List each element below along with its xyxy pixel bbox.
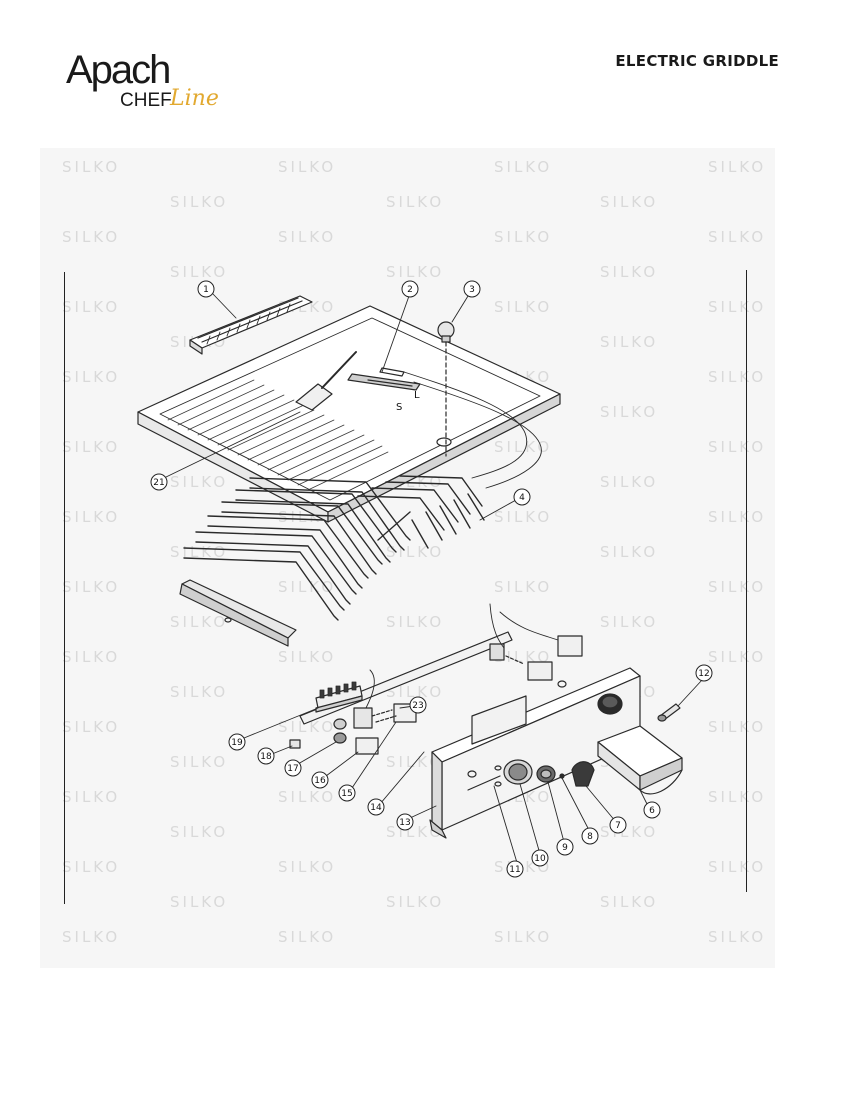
callout-12: 12 [695, 664, 713, 682]
leader-lines [163, 293, 703, 867]
side-label-l: L [414, 390, 420, 401]
callout-9: 9 [556, 838, 574, 856]
callout-4: 4 [513, 488, 531, 506]
svg-text:21: 21 [153, 478, 164, 488]
probe-wiring [403, 371, 542, 489]
svg-text:3: 3 [469, 285, 475, 295]
callout-21: 21 [150, 473, 168, 491]
callout-6: 6 [643, 801, 661, 819]
part-switch-assembly [289, 669, 417, 755]
document-title: ELECTRIC GRIDDLE [615, 52, 779, 70]
part-grease-grill [189, 295, 313, 355]
callout-16: 16 [311, 771, 329, 789]
part-grease-box [471, 695, 527, 745]
svg-text:16: 16 [314, 776, 326, 786]
logo-wordmark: Apach [66, 48, 171, 92]
callout-19: 19 [228, 733, 246, 751]
side-label-s: S [396, 402, 402, 413]
part-scraper [295, 351, 357, 411]
svg-text:2: 2 [407, 285, 413, 295]
part-heating-elements [183, 475, 485, 621]
svg-text:19: 19 [231, 738, 243, 748]
svg-text:10: 10 [534, 854, 546, 864]
callout-10: 10 [531, 849, 549, 867]
part-stud [437, 321, 455, 457]
callout-2: 2 [401, 280, 419, 298]
brand-logo: Apach CHEF Line [66, 48, 226, 118]
callout-bubbles: 1 2 3 4 6 7 8 9 10 11 12 13 14 15 16 17 … [150, 280, 713, 878]
svg-text:9: 9 [562, 843, 568, 853]
svg-text:4: 4 [519, 493, 525, 503]
part-pilot-lamp [657, 703, 681, 722]
part-griddle-plate [137, 305, 561, 523]
svg-text:15: 15 [341, 789, 352, 799]
part-reflector-bracket [179, 579, 297, 647]
callout-7: 7 [609, 816, 627, 834]
svg-text:11: 11 [509, 865, 520, 875]
svg-text:14: 14 [370, 803, 382, 813]
svg-text:18: 18 [260, 752, 272, 762]
callout-23: 23 [409, 696, 427, 714]
frame-left-line [64, 272, 65, 904]
part-knob-set [503, 759, 595, 787]
callout-13: 13 [396, 813, 414, 831]
svg-text:8: 8 [587, 832, 593, 842]
svg-text:6: 6 [649, 806, 655, 816]
frame-right-line [746, 270, 747, 892]
callout-1: 1 [197, 280, 215, 298]
callout-17: 17 [284, 759, 302, 777]
part-panel-knob [597, 693, 623, 715]
callout-15: 15 [338, 784, 356, 802]
svg-text:23: 23 [412, 701, 423, 711]
logo-line-script: Line [170, 86, 219, 111]
svg-text:7: 7 [615, 821, 621, 831]
callout-11: 11 [506, 860, 524, 878]
part-terminal-block [315, 681, 363, 713]
callout-14: 14 [367, 798, 385, 816]
callout-3: 3 [463, 280, 481, 298]
svg-text:1: 1 [203, 285, 209, 295]
svg-text:12: 12 [698, 669, 709, 679]
callout-8: 8 [581, 827, 599, 845]
svg-text:13: 13 [399, 818, 410, 828]
part-connector-pair [489, 603, 583, 688]
logo-chef-text: CHEF [120, 90, 172, 111]
part-drip-tray [597, 725, 683, 795]
svg-text:17: 17 [287, 764, 298, 774]
callout-18: 18 [257, 747, 275, 765]
